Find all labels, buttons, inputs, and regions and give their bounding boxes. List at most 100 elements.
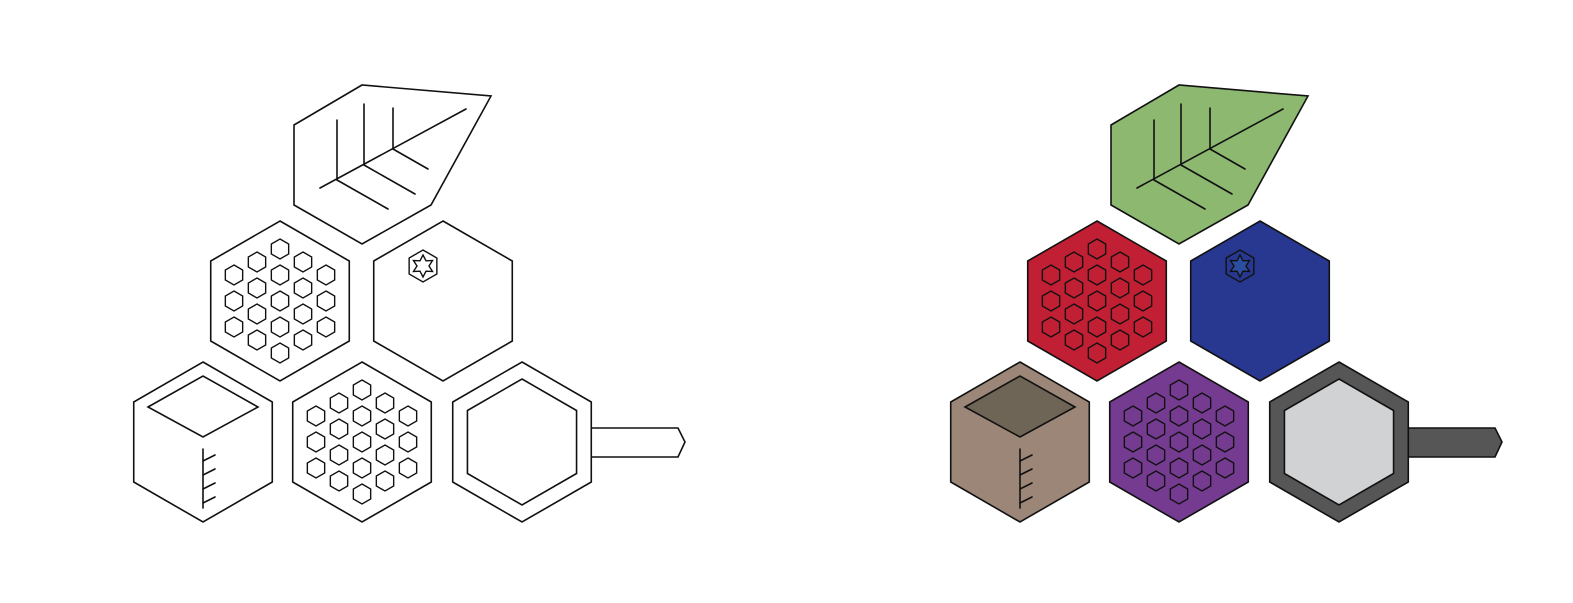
ruler-marks-icon <box>202 448 216 509</box>
small-hex-cell <box>316 316 336 338</box>
small-hex-cell <box>1041 316 1061 338</box>
small-hex-cell <box>293 303 313 325</box>
small-hex-cell <box>247 329 267 351</box>
star-icon <box>1229 253 1251 279</box>
leaf-veins-icon <box>319 103 467 210</box>
small-hex-cell <box>1041 264 1061 286</box>
small-hex-cell <box>247 303 267 325</box>
small-hex-cell <box>1215 405 1235 427</box>
small-hex-cell <box>1110 277 1130 299</box>
small-hex-cell <box>1041 290 1061 312</box>
small-hex-cell <box>1146 470 1166 492</box>
box-top-face <box>146 375 260 438</box>
small-hex-cell <box>270 238 290 260</box>
small-hex-cell <box>1169 431 1189 453</box>
small-hex-cell <box>1133 290 1153 312</box>
star-tile-hex <box>1189 220 1331 382</box>
leaf-veins-icon <box>1136 103 1284 210</box>
leaf-vein <box>1153 179 1206 210</box>
star-tile <box>1189 220 1331 382</box>
small-hex-cell <box>1192 444 1212 466</box>
small-hex-cell <box>293 329 313 351</box>
box-tile <box>132 361 274 523</box>
small-hex-cell <box>398 405 418 427</box>
small-hex-cell <box>1169 405 1189 427</box>
small-hex-cell <box>1169 457 1189 479</box>
icon-panel-colored <box>949 84 1503 523</box>
honeycomb-tile <box>209 220 351 382</box>
ruler-tick <box>202 496 216 504</box>
small-hex-cell <box>1133 264 1153 286</box>
small-hex-cell <box>1169 483 1189 505</box>
small-hex-cell <box>375 418 395 440</box>
leaf-vein <box>1209 148 1246 170</box>
small-hex-cell <box>1123 431 1143 453</box>
small-hex-cell <box>1110 303 1130 325</box>
small-hex-cell <box>352 457 372 479</box>
small-hex-cell <box>1192 392 1212 414</box>
grid-tile <box>1108 361 1250 523</box>
small-hex-cell <box>352 483 372 505</box>
small-hex-cell <box>306 431 326 453</box>
small-hex-cell <box>329 418 349 440</box>
ruler-tick <box>202 468 216 476</box>
small-hex-cell <box>352 431 372 453</box>
small-hex-cell <box>398 457 418 479</box>
small-hex-cell <box>352 379 372 401</box>
handle-bar <box>1406 427 1503 458</box>
small-hex-cell <box>316 290 336 312</box>
grid-hex <box>1108 361 1250 523</box>
small-hex-cell <box>1087 238 1107 260</box>
ruler-marks-icon <box>1019 448 1033 509</box>
ruler-tick <box>202 454 216 462</box>
ruler-tick <box>1019 482 1033 490</box>
leaf-tile <box>293 84 493 245</box>
small-hex-cell <box>375 392 395 414</box>
small-hex-cell <box>316 264 336 286</box>
small-hex-cell <box>1146 392 1166 414</box>
leaf-vein <box>1180 164 1233 195</box>
small-hex-cell <box>1192 470 1212 492</box>
honeycomb-tile <box>1026 220 1168 382</box>
small-hex-cell <box>306 405 326 427</box>
star-tile-hex <box>372 220 514 382</box>
small-hex-cell <box>375 444 395 466</box>
small-hex-cell <box>1064 329 1084 351</box>
handle-bar <box>589 427 686 458</box>
small-hex-cell <box>1146 444 1166 466</box>
small-hex-cell <box>1064 303 1084 325</box>
small-hex-cell <box>224 316 244 338</box>
ruler-tick <box>1019 468 1033 476</box>
small-hex-cell <box>1064 277 1084 299</box>
small-hex-cell <box>1110 329 1130 351</box>
small-hex-cell <box>1110 251 1130 273</box>
leaf-tile <box>1110 84 1310 245</box>
leaf-shape <box>293 84 493 245</box>
leaf-shape <box>1110 84 1310 245</box>
small-hex-cell <box>1123 405 1143 427</box>
handle-inner-hex <box>1283 378 1395 506</box>
ruler-tick <box>202 482 216 490</box>
small-hex-cell <box>1169 379 1189 401</box>
small-hex-cell <box>352 405 372 427</box>
small-hex-cell <box>270 264 290 286</box>
grid-tile <box>291 361 433 523</box>
leaf-vein <box>336 179 389 210</box>
handle-tile <box>451 361 686 523</box>
icon-panel-outline <box>132 84 686 523</box>
small-hex-cell <box>1087 264 1107 286</box>
small-hex-cell <box>270 290 290 312</box>
small-hex-cell <box>306 457 326 479</box>
small-hex-cell <box>293 277 313 299</box>
small-hex-cell <box>398 431 418 453</box>
small-hex-cell <box>293 251 313 273</box>
handle-inner-hex <box>466 378 578 506</box>
small-hex-cell <box>329 444 349 466</box>
small-hex-cell <box>1215 431 1235 453</box>
small-hex-cell <box>270 316 290 338</box>
small-hex-cell <box>1146 418 1166 440</box>
small-hex-cell <box>247 251 267 273</box>
star-icon <box>412 253 434 279</box>
